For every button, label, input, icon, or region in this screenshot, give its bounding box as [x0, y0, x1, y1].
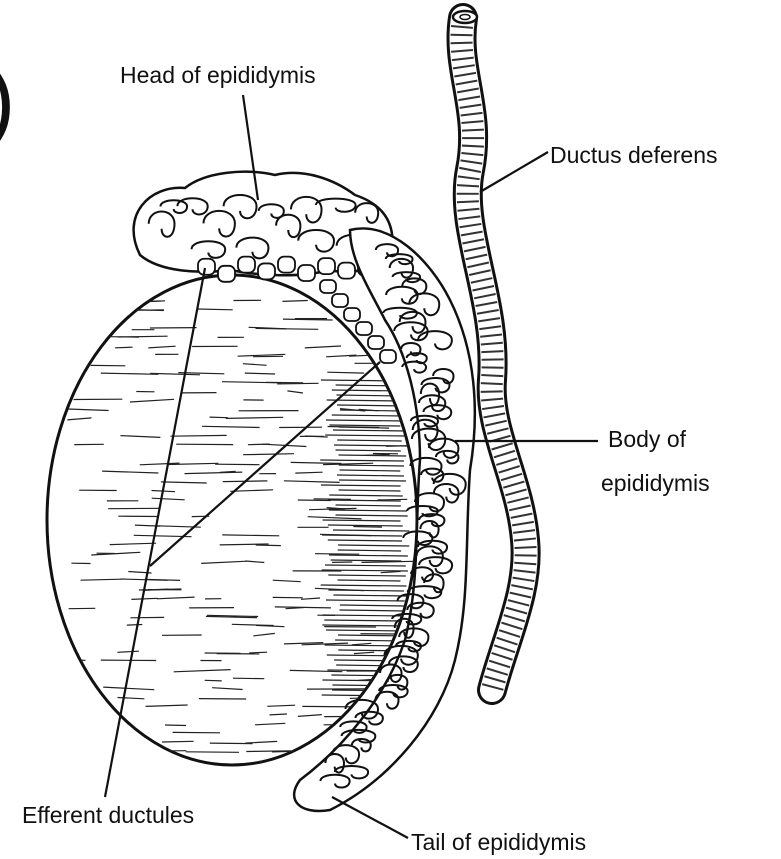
label-ductus-deferens: Ductus deferens	[550, 140, 717, 170]
leader-ductus	[480, 152, 548, 192]
label-head-of-epididymis: Head of epididymis	[120, 60, 316, 90]
head-of-epididymis	[134, 172, 393, 276]
leader-tail	[332, 797, 408, 838]
label-body-of-epididymis-line1: Body of	[608, 424, 686, 454]
label-efferent-ductules: Efferent ductules	[22, 800, 194, 830]
label-tail-of-epididymis: Tail of epididymis	[411, 827, 586, 857]
label-body-of-epididymis-line2: epididymis	[601, 468, 710, 498]
